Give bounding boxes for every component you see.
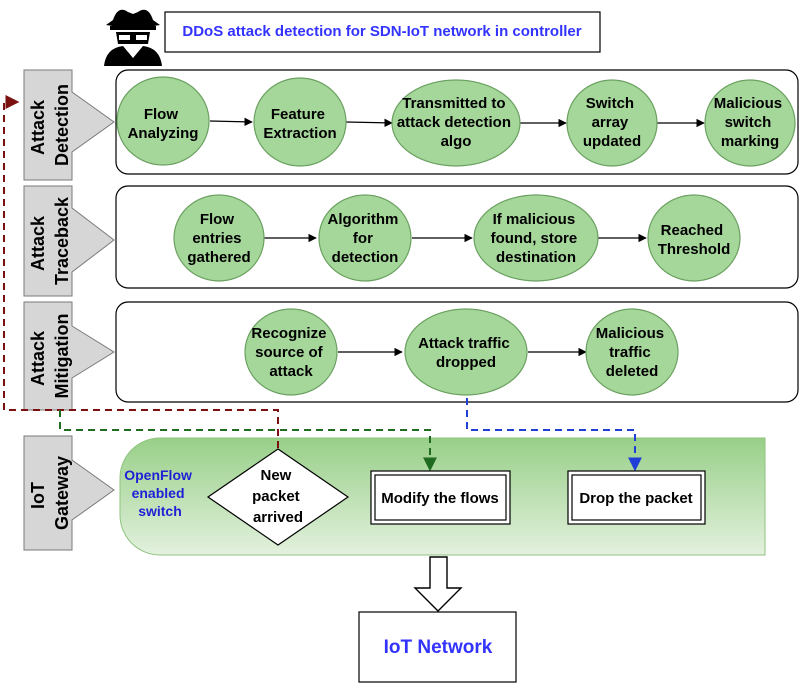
node-recognize-source: [244, 308, 338, 396]
stage-label-shape-mitigation: [23, 301, 115, 411]
modify-flows-label: Modify the flows: [381, 490, 499, 507]
decision-new-packet: [206, 448, 350, 546]
dashed-arrow-dropped-to-drop-packet: [466, 398, 642, 472]
node-label-recognize: Recognize source of attack: [251, 325, 330, 380]
stage-label-gateway: IoT Gateway: [28, 456, 72, 530]
node-feature-extraction: [253, 77, 347, 167]
drop-packet-box-inner: [571, 474, 702, 521]
stage-label-shape-detection: [23, 69, 115, 181]
decision-new-packet-label: New packet arrived: [252, 467, 304, 526]
node-if-malicious-found: [473, 194, 599, 282]
dashed-arrow-mitigation-to-modify: [59, 410, 437, 472]
node-flow-entries-gathered: [173, 194, 265, 282]
stage-label-detection: Attack Detection: [28, 84, 72, 166]
stage-label-shape-traceback: [23, 185, 115, 297]
node-label-if-malicious: If malicious found, store destination: [491, 211, 582, 266]
page-title: DDoS attack detection for SDN-IoT networ…: [182, 23, 581, 40]
arrow-flow-analyzing-to-feature: [209, 117, 253, 127]
node-malicious-traffic-deleted: [585, 308, 679, 396]
node-transmitted-to-algo: [391, 79, 521, 167]
node-label-deleted: Malicious traffic deleted: [596, 325, 669, 380]
title-box: [164, 11, 601, 53]
node-label-dropped: Attack traffic dropped: [418, 335, 514, 371]
modify-flows-box: [370, 470, 511, 525]
node-attack-traffic-dropped: [404, 308, 528, 396]
openflow-switch-label: OpenFlow enabled switch: [124, 467, 196, 519]
node-malicious-switch-marking: [704, 79, 796, 167]
stage-label-traceback: Attack Traceback: [28, 196, 72, 285]
drop-packet-box: [567, 470, 706, 525]
node-label-malicious-marking: Malicious switch marking: [714, 95, 787, 150]
node-label-transmitted: Transmitted to attack detection algo: [397, 95, 515, 150]
stage-nodes: [116, 76, 796, 396]
stage-label-shape-gateway: [23, 435, 115, 551]
node-label-feature-extraction: Feature Extraction: [263, 106, 336, 142]
node-label-threshold: Reached Threshold: [658, 222, 731, 258]
modify-flows-box-inner: [374, 474, 507, 521]
node-reached-threshold: [647, 194, 741, 282]
stage-label-mitigation: Attack Mitigation: [28, 314, 72, 399]
stage-box-traceback: [115, 185, 799, 289]
node-label-switch-array: Switch array updated: [583, 95, 641, 150]
node-algorithm-for-detection: [318, 194, 412, 282]
down-arrow-to-network: [413, 556, 463, 612]
dashed-arrow-new-packet-to-detection: [3, 95, 279, 460]
drop-packet-label: Drop the packet: [579, 490, 692, 507]
node-label-flow-entries: Flow entries gathered: [187, 211, 250, 266]
iot-network-label: IoT Network: [384, 637, 493, 658]
node-label-flow-analyzing: Flow Analyzing: [128, 106, 199, 142]
spy-icon: [104, 9, 162, 66]
iot-network-box: [358, 611, 517, 683]
node-label-algorithm: Algorithm for detection: [328, 211, 403, 266]
node-flow-analyzing: [116, 76, 210, 166]
stage-node-labels: Flow Analyzing Feature Extraction Transm…: [128, 95, 787, 380]
stage-arrows: [209, 117, 705, 357]
arrow-feature-to-transmitted: [345, 118, 393, 128]
node-switch-array-updated: [566, 79, 658, 167]
